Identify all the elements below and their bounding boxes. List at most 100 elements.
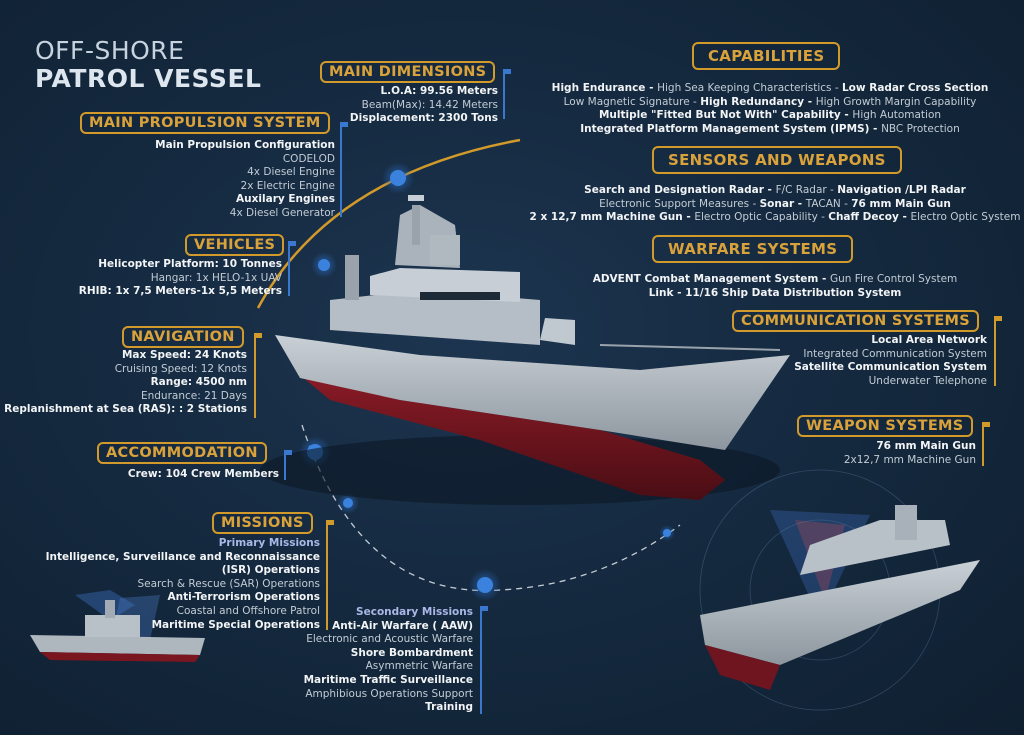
info-line: CODELOD bbox=[282, 152, 335, 165]
info-segment: Low Magnetic Signature - bbox=[563, 95, 701, 108]
sensors-weapons-text: Search and Designation Radar - F/C Radar… bbox=[515, 184, 1024, 225]
dashed-arc bbox=[301, 424, 681, 592]
info-segment: Integrated Platform Management System (I… bbox=[580, 122, 882, 135]
info-line: High Endurance - High Sea Keeping Charac… bbox=[545, 82, 995, 96]
info-line: Range: 4500 nm bbox=[150, 376, 247, 389]
info-line: Helicopter Platform: 10 Tonnes bbox=[98, 258, 282, 270]
header-navigation: NAVIGATION bbox=[122, 326, 244, 348]
info-segment: Search and Designation Radar - bbox=[584, 184, 776, 196]
header-accommodation: ACCOMMODATION bbox=[97, 442, 267, 464]
info-segment: High Endurance - bbox=[551, 82, 658, 94]
info-line: Displacement: 2300 Tons bbox=[349, 112, 498, 125]
info-line: Beam(Max): 14.42 Meters bbox=[361, 98, 498, 111]
info-line: Amphibious Operations Support bbox=[305, 687, 473, 700]
info-segment: 76 mm Main Gun bbox=[851, 197, 951, 210]
info-line: Electronic and Acoustic Warfare bbox=[306, 633, 473, 646]
flag-marker bbox=[982, 422, 990, 466]
info-segment: High Sea Keeping Characteristics - bbox=[657, 82, 842, 94]
info-line: Training bbox=[425, 701, 473, 714]
header-weapon-systems: WEAPON SYSTEMS bbox=[797, 415, 973, 437]
flag-marker bbox=[284, 450, 292, 480]
info-line: Integrated Communication System bbox=[803, 347, 987, 360]
info-line: ADVENT Combat Management System - Gun Fi… bbox=[560, 273, 990, 287]
info-line: 4x Diesel Generator bbox=[229, 206, 335, 219]
info-line: Integrated Platform Management System (I… bbox=[545, 123, 995, 137]
info-line: Auxilary Engines bbox=[236, 193, 335, 206]
title-line-2: PATROL VESSEL bbox=[35, 64, 262, 93]
info-line: Replanishment at Sea (RAS): : 2 Stations bbox=[4, 403, 247, 416]
info-line: Maritime Traffic Surveillance bbox=[303, 673, 473, 686]
info-line: 2x Electric Engine bbox=[240, 179, 335, 192]
info-line: 4x Diesel Engine bbox=[247, 166, 335, 179]
info-line: Maritime Special Operations bbox=[151, 618, 320, 631]
glow-marker bbox=[311, 252, 337, 278]
info-line: Shore Bombardment bbox=[350, 646, 473, 659]
info-line: Max Speed: 24 Knots bbox=[121, 349, 247, 361]
capabilities-text: High Endurance - High Sea Keeping Charac… bbox=[545, 82, 995, 136]
info-line: Multiple "Fitted But Not With" Capabilit… bbox=[545, 109, 995, 123]
info-segment: NBC Protection bbox=[881, 122, 960, 135]
info-line: Underwater Telephone bbox=[868, 374, 987, 387]
accommodation-text: Crew: 104 Crew Members bbox=[128, 468, 279, 482]
flag-marker bbox=[480, 606, 488, 714]
info-line: (ISR) Operations bbox=[221, 564, 320, 577]
info-line: Coastal and Offshore Patrol bbox=[176, 604, 320, 617]
flag-marker bbox=[326, 520, 334, 630]
header-vehicles: VEHICLES bbox=[185, 234, 285, 256]
info-line: 76 mm Main Gun bbox=[876, 440, 976, 452]
flag-marker bbox=[994, 316, 1002, 386]
info-segment: ADVENT Combat Management System - bbox=[592, 273, 830, 285]
small-ship-illustration-left bbox=[30, 590, 205, 662]
info-line: Local Area Network bbox=[871, 334, 987, 346]
info-segment: High Automation bbox=[852, 109, 942, 122]
info-segment: Electronic Support Measures - bbox=[599, 197, 760, 210]
info-line: Cruising Speed: 12 Knots bbox=[114, 362, 247, 375]
info-line: 2x12,7 mm Machine Gun bbox=[843, 453, 976, 466]
info-segment: Chaff Decoy - bbox=[828, 211, 911, 224]
info-line: Intelligence, Surveillance and Reconnais… bbox=[45, 550, 320, 563]
info-segment: Electro Optic Capability - bbox=[694, 211, 829, 224]
info-line: 2 x 12,7 mm Machine Gun - Electro Optic … bbox=[515, 211, 1024, 225]
info-line: Hangar: 1x HELO-1x UAV bbox=[150, 271, 282, 284]
info-segment: Sonar - bbox=[759, 197, 806, 210]
gold-arc bbox=[256, 138, 521, 309]
info-line: RHIB: 1x 7,5 Meters-1x 5,5 Meters bbox=[78, 285, 282, 298]
info-segment: Navigation /LPI Radar bbox=[837, 184, 966, 196]
info-line: Electronic Support Measures - Sonar - TA… bbox=[515, 198, 1024, 212]
glow-marker bbox=[469, 569, 501, 601]
info-line: L.O.A: 99.56 Meters bbox=[380, 85, 498, 97]
info-line: Anti-Terrorism Operations bbox=[167, 591, 320, 604]
info-line: Asymmetric Warfare bbox=[365, 660, 473, 673]
title-line-1: OFF-SHORE bbox=[35, 36, 185, 65]
flag-marker bbox=[254, 333, 262, 418]
info-segment: High Growth Margin Capability bbox=[815, 95, 977, 108]
header-missions: MISSIONS bbox=[212, 512, 313, 534]
header-capabilities: CAPABILITIES bbox=[692, 42, 841, 70]
info-segment: Multiple "Fitted But Not With" Capabilit… bbox=[598, 109, 853, 122]
info-line: Crew: 104 Crew Members bbox=[127, 468, 279, 480]
header-sensors-weapons: SENSORS AND WEAPONS bbox=[652, 146, 902, 174]
info-segment: Electro Optic System bbox=[910, 211, 1021, 224]
flag-marker bbox=[288, 241, 296, 296]
info-line: Link - 11/16 Ship Data Distribution Syst… bbox=[560, 287, 990, 301]
info-line: Main Propulsion Configuration bbox=[155, 139, 335, 151]
info-line: Search & Rescue (SAR) Operations bbox=[137, 577, 320, 590]
header-main-dimensions: MAIN DIMENSIONS bbox=[320, 61, 496, 83]
flag-marker bbox=[503, 69, 511, 119]
glow-marker bbox=[337, 492, 359, 514]
info-segment: Gun Fire Control System bbox=[829, 273, 958, 285]
info-segment: Low Radar Cross Section bbox=[841, 82, 989, 94]
info-line: Secondary Missions bbox=[356, 606, 473, 618]
info-segment: Link - 11/16 Ship Data Distribution Syst… bbox=[648, 286, 902, 299]
info-line: Endurance: 21 Days bbox=[140, 389, 247, 402]
info-segment: High Redundancy - bbox=[700, 95, 816, 108]
